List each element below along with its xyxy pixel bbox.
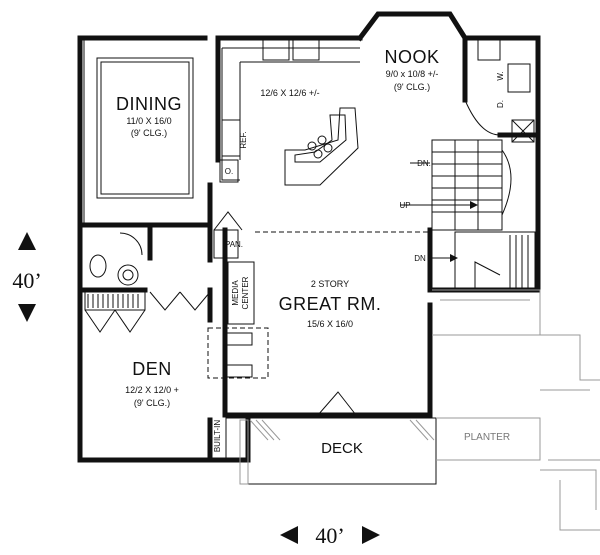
planter bbox=[436, 334, 600, 531]
dining-ceiling: (9' CLG.) bbox=[131, 128, 167, 138]
pantry-label: PAN. bbox=[225, 240, 243, 249]
deck-name: DECK bbox=[321, 440, 363, 457]
laundry-area bbox=[464, 39, 535, 143]
up-arrow-icon bbox=[18, 232, 36, 250]
pantry bbox=[213, 211, 243, 259]
stair-down-lower-label: DN bbox=[414, 254, 426, 263]
media-center-label-1: MEDIA bbox=[231, 280, 240, 306]
deck bbox=[239, 417, 437, 485]
stair-closet bbox=[454, 231, 536, 291]
kitchen-island bbox=[284, 107, 359, 186]
deck-door bbox=[317, 391, 357, 416]
width-dimension-label: 40’ bbox=[315, 523, 344, 548]
den-closet bbox=[84, 291, 211, 333]
powder-room bbox=[89, 232, 143, 286]
dining-size: 11/0 X 16/0 bbox=[126, 116, 171, 126]
depth-dimension-label: 40’ bbox=[12, 268, 41, 293]
dishwasher-label: D. bbox=[496, 100, 505, 108]
media-center bbox=[207, 261, 269, 379]
staircase bbox=[400, 139, 512, 262]
width-dimension: 40’ bbox=[280, 523, 380, 548]
left-arrow-icon bbox=[280, 526, 298, 544]
down-arrow-icon bbox=[18, 304, 36, 322]
kitchen-size: 12/6 X 12/6 +/- bbox=[260, 88, 319, 98]
great-room-note: 2 STORY bbox=[311, 279, 349, 289]
interior-walls bbox=[82, 35, 541, 463]
right-arrow-icon bbox=[362, 526, 380, 544]
great-room-name: GREAT RM. bbox=[279, 294, 382, 314]
nook-ceiling: (9' CLG.) bbox=[394, 82, 430, 92]
kitchen-counters bbox=[219, 39, 360, 183]
den-name: DEN bbox=[132, 359, 172, 379]
dining-name: DINING bbox=[116, 94, 182, 114]
built-in-label: BUILT-IN bbox=[213, 420, 222, 453]
depth-dimension: 40’ bbox=[12, 232, 42, 322]
stair-up-label: UP bbox=[399, 201, 410, 210]
entry-porch bbox=[432, 289, 541, 336]
stair-down-upper-label: DN. bbox=[417, 159, 431, 168]
built-in-cabinet bbox=[225, 417, 249, 459]
planter-name: PLANTER bbox=[464, 432, 510, 443]
nook-name: NOOK bbox=[384, 47, 439, 67]
washer-label: W. bbox=[496, 71, 505, 80]
den-size: 12/2 X 12/0 + bbox=[125, 385, 179, 395]
refrigerator-label: REF. bbox=[239, 131, 248, 148]
media-center-label-2: CENTER bbox=[241, 276, 250, 309]
oven-label: O. bbox=[225, 167, 233, 176]
dining-bay-window bbox=[83, 38, 194, 225]
den-ceiling: (9' CLG.) bbox=[134, 398, 170, 408]
great-room-size: 15/6 X 16/0 bbox=[307, 319, 353, 329]
nook-size: 9/0 x 10/8 +/- bbox=[386, 69, 439, 79]
